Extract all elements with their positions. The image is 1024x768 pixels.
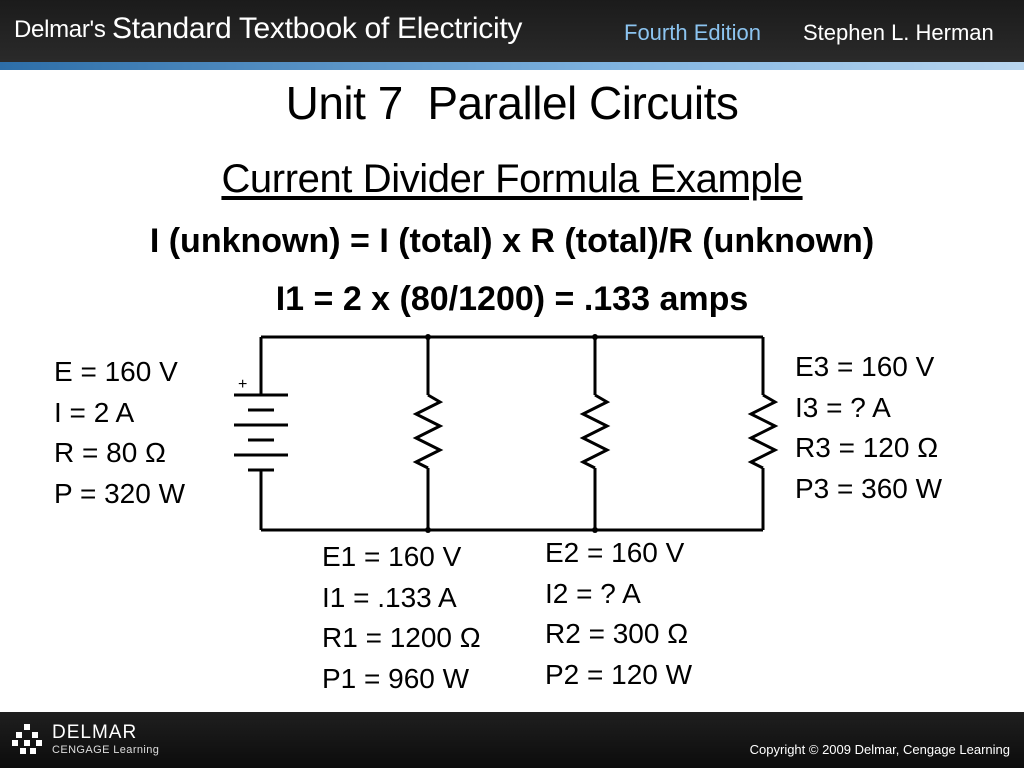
subtitle-text: Current Divider Formula Example bbox=[221, 157, 803, 201]
copyright-notice: Copyright © 2009 Delmar, Cengage Learnin… bbox=[749, 742, 1010, 757]
battery-symbol bbox=[234, 393, 288, 472]
r1-resistance: R1 = 1200 Ω bbox=[322, 622, 481, 653]
junction-dots bbox=[425, 334, 598, 533]
slide-subtitle: Current Divider Formula Example bbox=[0, 157, 1024, 202]
edition-label: Fourth Edition bbox=[624, 20, 761, 45]
resistor-r3 bbox=[747, 393, 779, 470]
r3-values: E3 = 160 V I3 = ? A R3 = 120 Ω P3 = 360 … bbox=[795, 347, 942, 509]
r2-values: E2 = 160 V I2 = ? A R2 = 300 Ω P2 = 120 … bbox=[545, 533, 692, 695]
logo-name: DELMAR bbox=[52, 722, 138, 743]
r1-values: E1 = 160 V I1 = .133 A R1 = 1200 Ω P1 = … bbox=[322, 537, 481, 699]
r3-resistance: R3 = 120 Ω bbox=[795, 432, 939, 463]
source-values: E = 160 V I = 2 A R = 80 Ω P = 320 W bbox=[54, 352, 185, 514]
r2-resistance: R2 = 300 Ω bbox=[545, 618, 689, 649]
r2-current: I2 = ? A bbox=[545, 577, 641, 609]
source-power: P = 320 W bbox=[54, 477, 186, 509]
source-resistance: R = 80 Ω bbox=[54, 437, 166, 468]
battery-plus-sign: + bbox=[238, 376, 247, 393]
r2-voltage: E2 = 160 V bbox=[545, 537, 685, 568]
r3-voltage: E3 = 160 V bbox=[795, 351, 935, 382]
slide-title: Unit 7 Parallel Circuits bbox=[285, 77, 739, 129]
source-voltage: E = 160 V bbox=[54, 356, 178, 387]
header-bar: Delmar's Standard Textbook of Electricit… bbox=[0, 0, 1024, 70]
r3-current: I3 = ? A bbox=[795, 391, 891, 423]
author-name: Stephen L. Herman bbox=[803, 20, 994, 45]
source-current: I = 2 A bbox=[54, 396, 135, 428]
header-stripe bbox=[0, 62, 1024, 70]
circuit-wires bbox=[259, 335, 779, 532]
r1-power: P1 = 960 W bbox=[322, 662, 470, 694]
logo-subtitle: CENGAGE Learning bbox=[52, 744, 160, 756]
r1-current: I1 = .133 A bbox=[322, 581, 457, 613]
brand-name: Delmar's bbox=[14, 16, 106, 43]
r2-power: P2 = 120 W bbox=[545, 658, 693, 690]
r1-voltage: E1 = 160 V bbox=[322, 541, 462, 572]
resistor-r2 bbox=[579, 393, 611, 470]
resistor-r1 bbox=[412, 393, 444, 470]
current-divider-formula: I (unknown) = I (total) x R (total)/R (u… bbox=[149, 222, 875, 260]
example-calculation: I1 = 2 x (80/1200) = .133 amps bbox=[275, 280, 749, 318]
book-title: Standard Textbook of Electricity bbox=[112, 12, 523, 45]
delmar-logo-icon bbox=[12, 724, 42, 754]
r3-power: P3 = 360 W bbox=[795, 472, 943, 504]
footer-bar: DELMAR CENGAGE Learning Copyright © 2009… bbox=[0, 712, 1024, 768]
